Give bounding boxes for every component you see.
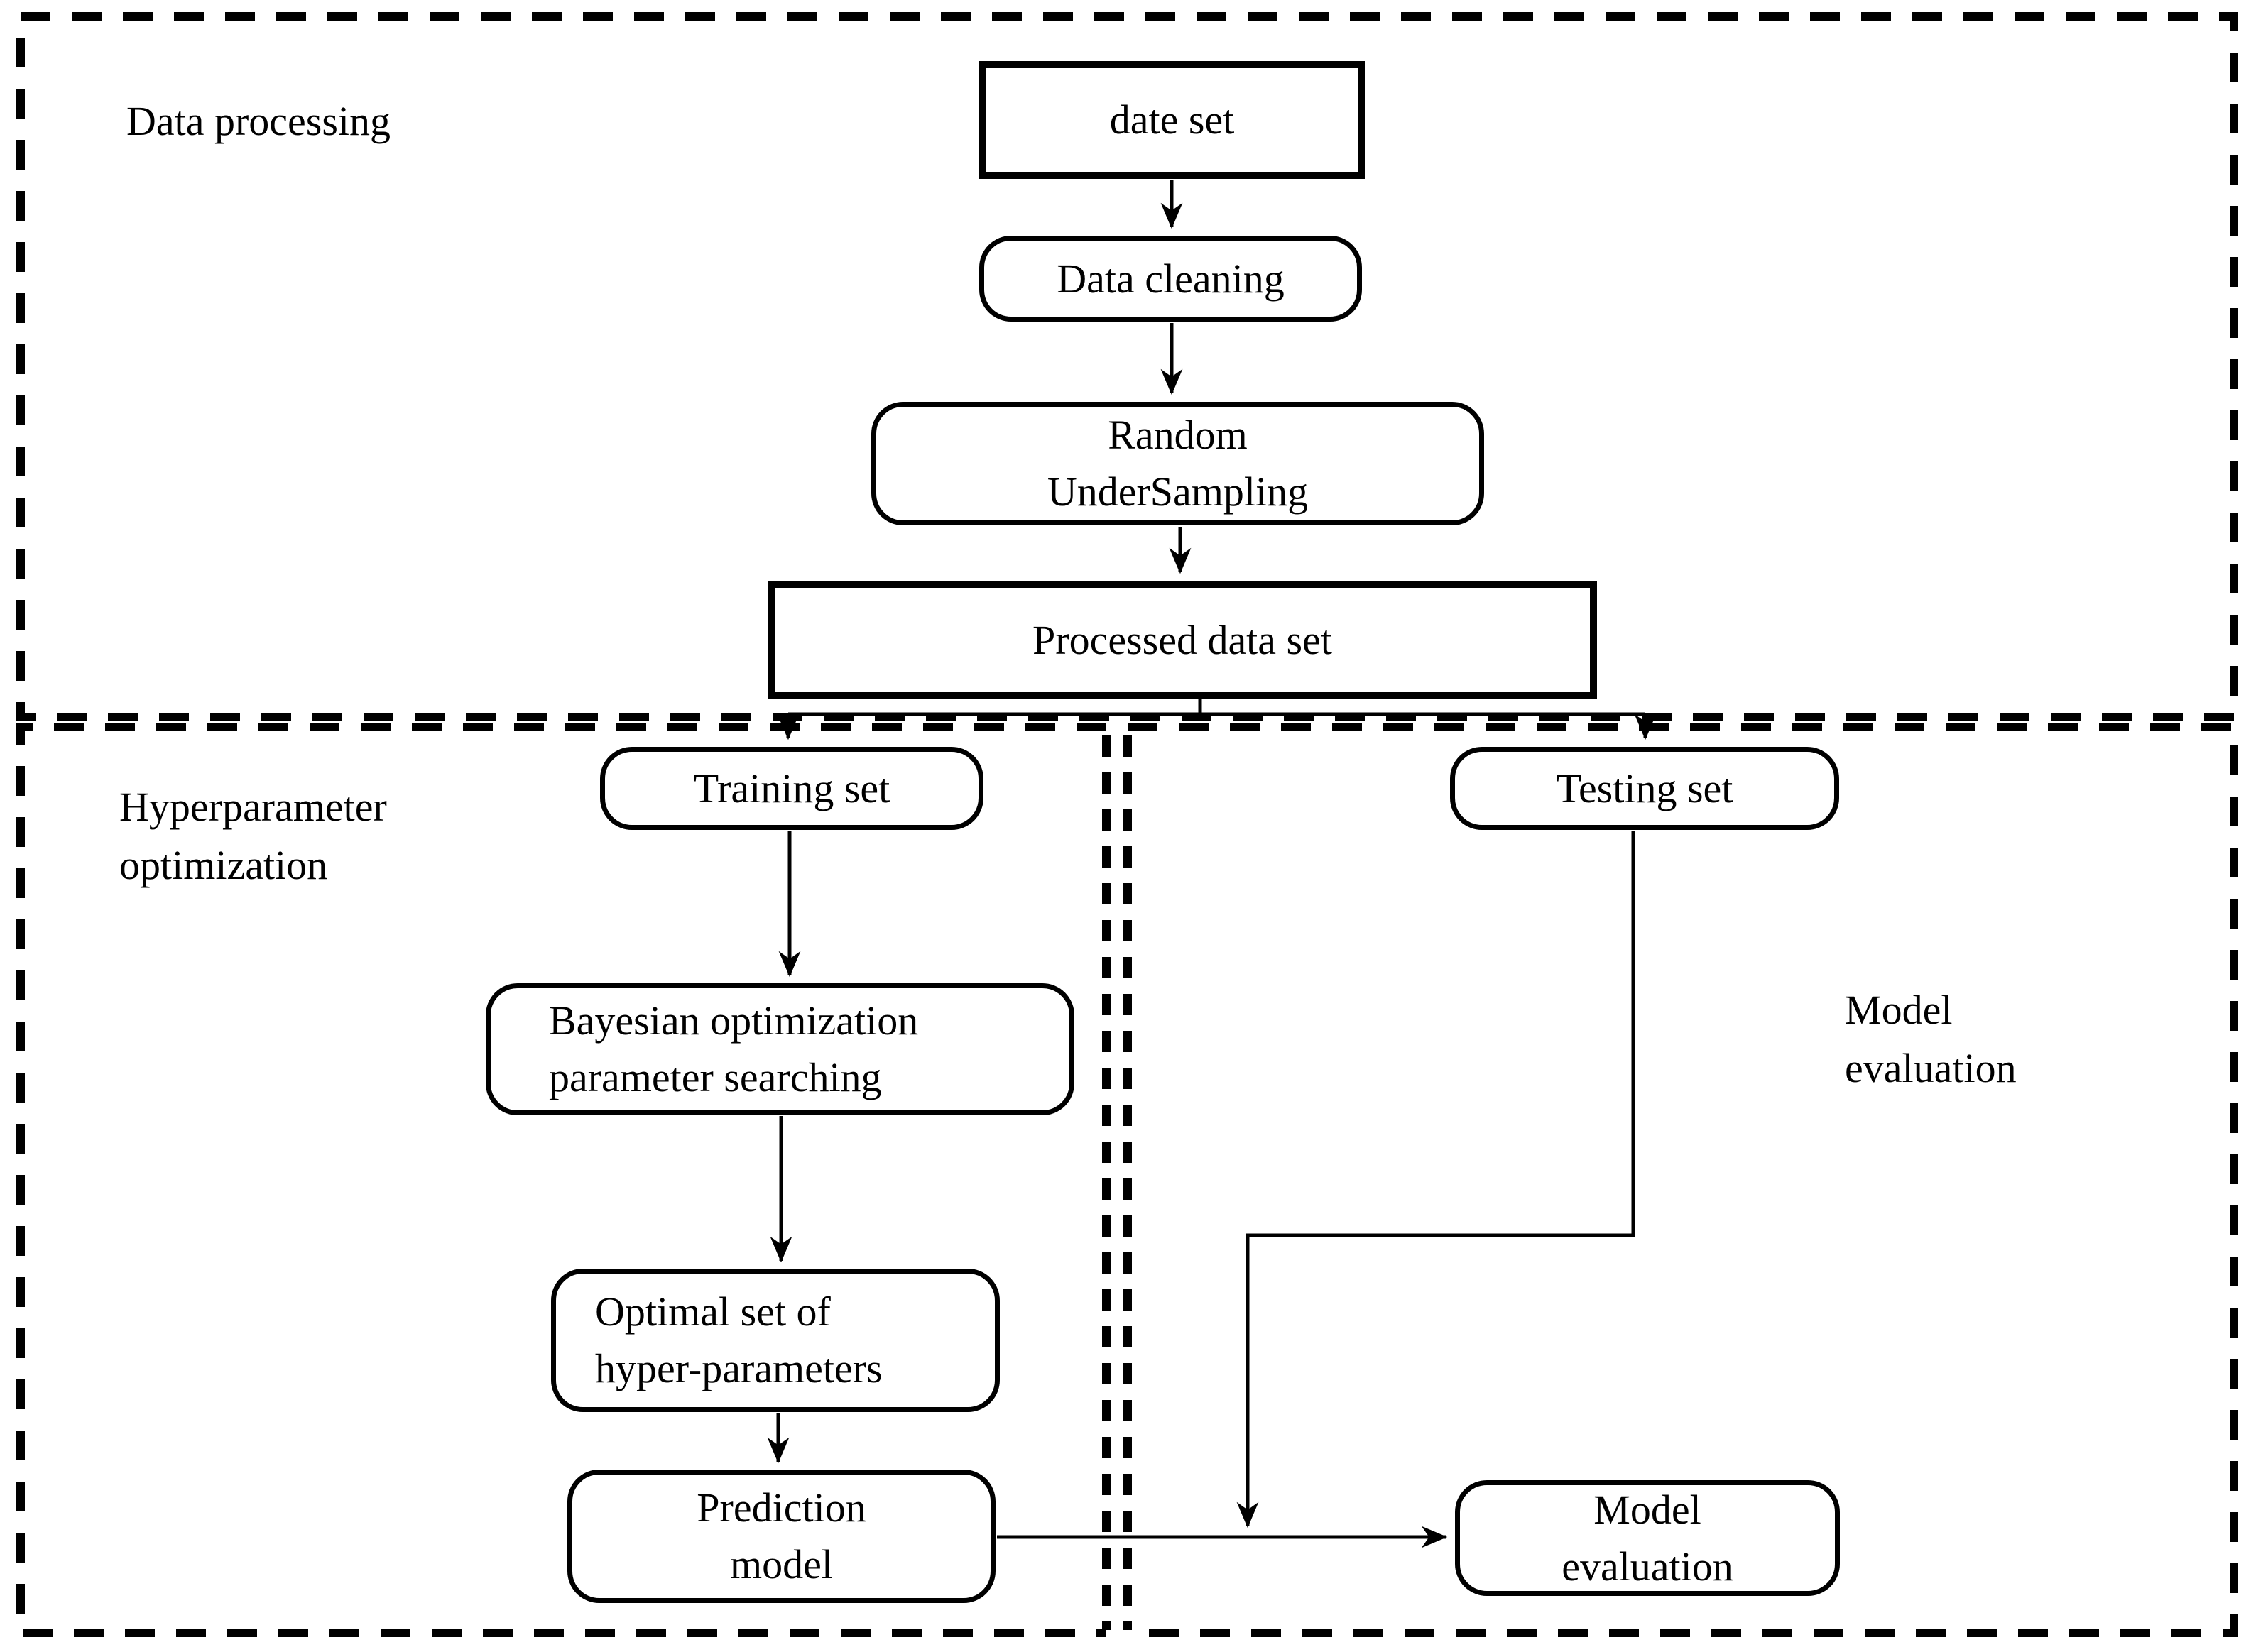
node-optimal-set: Optimal set of hyper-parameters [551, 1269, 1000, 1412]
node-bayesian-optimization: Bayesian optimization parameter searchin… [486, 983, 1074, 1115]
section-label-model-evaluation: Model evaluation [1845, 987, 2017, 1091]
node-random-undersampling: Random UnderSampling [871, 402, 1484, 525]
section-label-hyperparameter-optimization: Hyperparameter optimization [119, 784, 387, 888]
section-border-model-evaluation [1128, 723, 2238, 1637]
node-model-evaluation: Model evaluation [1455, 1480, 1840, 1596]
node-data-cleaning: Data cleaning [979, 236, 1362, 322]
section-border-data-processing [16, 12, 2238, 721]
node-processed-data-set: Processed data set [768, 581, 1597, 699]
arrow-testing-to-evaluation-elbow [1236, 831, 1635, 1528]
node-training-set: Training set [600, 747, 983, 830]
section-label-data-processing: Data processing [126, 98, 391, 144]
section-border-hyperparameter-optimization [16, 723, 1106, 1637]
node-testing-set: Testing set [1450, 747, 1839, 830]
node-date-set: date set [979, 61, 1365, 179]
node-prediction-model: Prediction model [567, 1470, 996, 1603]
